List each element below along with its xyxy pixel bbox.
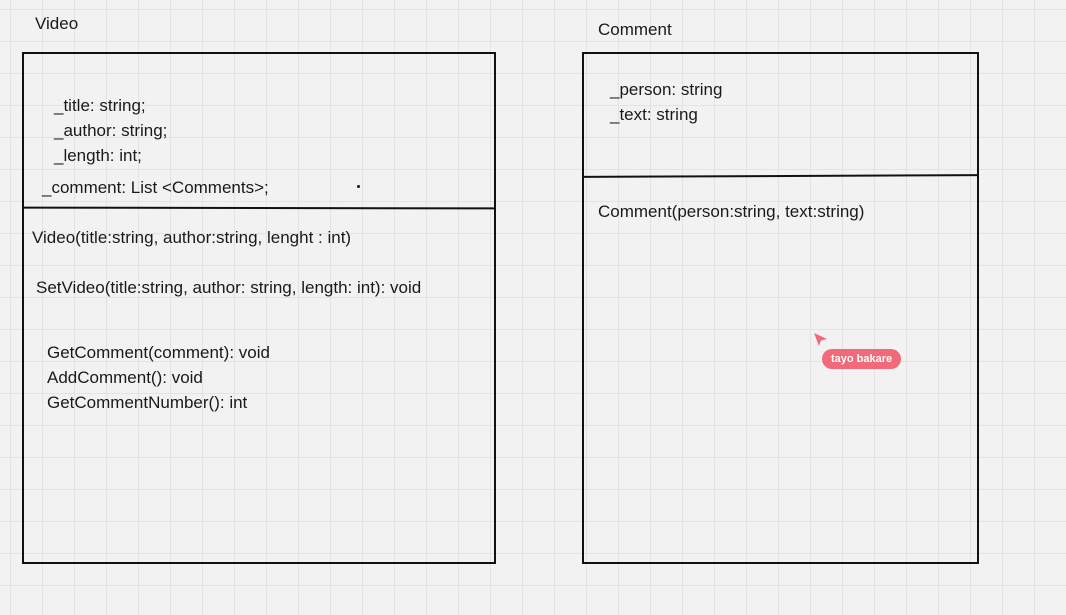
comment-attribute-person[interactable]: _person: string xyxy=(610,80,723,99)
video-method-getcommentnumber[interactable]: GetCommentNumber(): int xyxy=(47,393,248,412)
cursor-arrow-icon xyxy=(814,333,827,346)
collaborator-name-tag: tayo bakare xyxy=(822,349,902,369)
video-attribute-title[interactable]: _title: string; xyxy=(54,96,146,115)
comment-class-title: Comment xyxy=(598,20,672,39)
video-method-setvideo[interactable]: SetVideo(title:string, author: string, l… xyxy=(36,278,422,297)
video-method-getcomment[interactable]: GetComment(comment): void xyxy=(47,343,270,362)
stray-dot xyxy=(357,185,360,188)
comment-method-constructor[interactable]: Comment(person:string, text:string) xyxy=(598,202,865,221)
video-method-constructor[interactable]: Video(title:string, author:string, lengh… xyxy=(32,228,352,247)
video-attribute-comment[interactable]: _comment: List <Comments>; xyxy=(42,178,269,197)
video-attribute-length[interactable]: _length: int; xyxy=(54,146,142,165)
comment-attribute-text[interactable]: _text: string xyxy=(610,105,698,124)
video-method-addcomment[interactable]: AddComment(): void xyxy=(47,368,203,387)
video-class-title: Video xyxy=(35,14,79,33)
comment-class-box[interactable] xyxy=(582,52,979,564)
video-class-box[interactable] xyxy=(22,52,496,564)
video-attribute-author[interactable]: _author: string; xyxy=(54,121,168,140)
